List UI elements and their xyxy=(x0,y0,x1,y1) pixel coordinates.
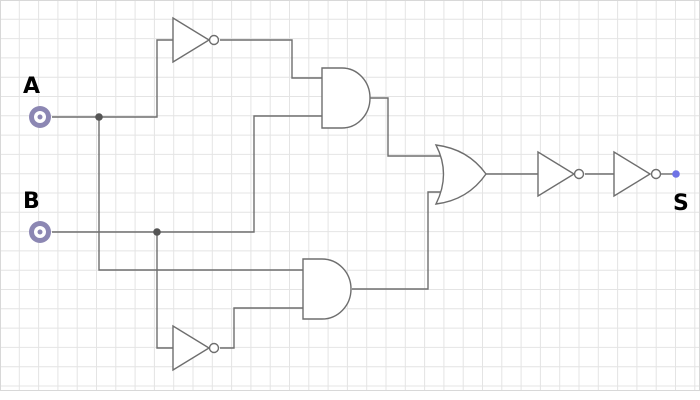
wire-notb-to-and-bottom xyxy=(220,307,303,349)
or-gate xyxy=(434,144,487,205)
wire-and-top-to-or xyxy=(370,97,442,157)
wires xyxy=(52,39,675,349)
wire-nota-to-and-top xyxy=(220,39,322,79)
junction-a xyxy=(95,113,103,121)
not-gate-out-1 xyxy=(537,150,585,198)
grid-border xyxy=(0,0,700,391)
output-pin-s[interactable] xyxy=(672,170,680,178)
input-label-b: B xyxy=(23,189,40,214)
junction-b xyxy=(153,228,161,236)
not-gate-b xyxy=(172,324,220,372)
and-gate-bottom xyxy=(302,258,352,320)
input-pin-b[interactable] xyxy=(29,221,51,243)
wire-b-main xyxy=(52,115,322,233)
output-label-s: S xyxy=(673,191,689,216)
input-pin-a[interactable] xyxy=(29,106,51,128)
wire-a-to-and-bottom xyxy=(98,117,303,271)
wire-a-main xyxy=(52,39,173,118)
wire-b-to-not xyxy=(156,232,173,349)
wire-and-bottom-to-or xyxy=(352,191,442,290)
background-grid xyxy=(0,0,700,391)
input-label-a: A xyxy=(23,74,40,99)
not-gate-a xyxy=(172,16,220,64)
not-gate-out-2 xyxy=(613,150,662,198)
and-gate-top xyxy=(321,67,371,129)
